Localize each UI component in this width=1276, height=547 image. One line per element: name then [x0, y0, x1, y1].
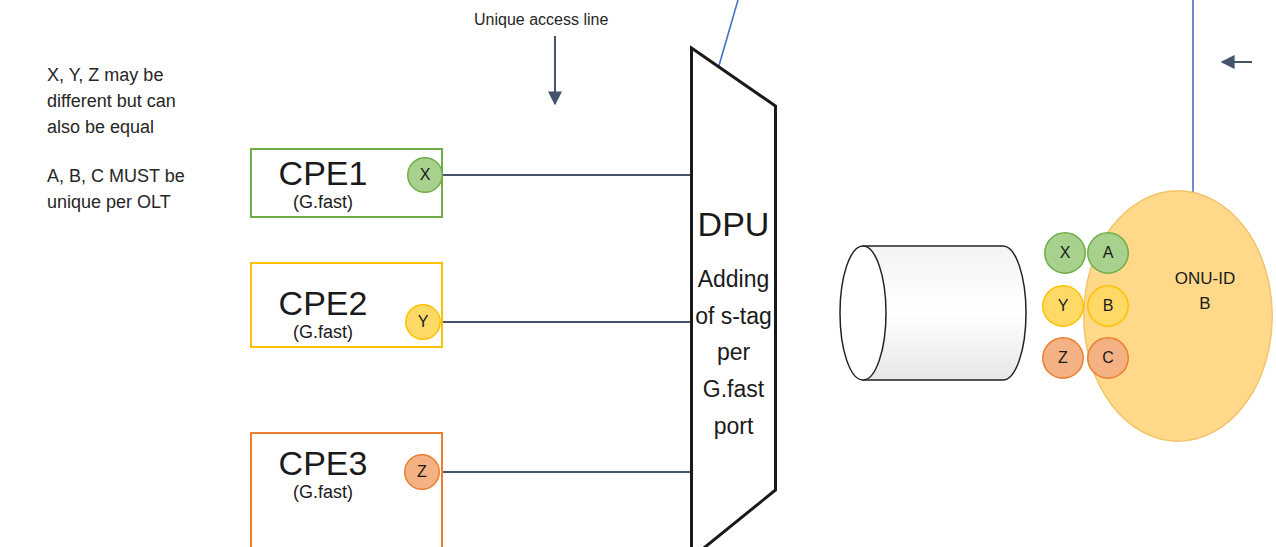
node-title: Z: [417, 464, 427, 480]
port-circle: X: [407, 157, 443, 193]
text-group: CPE1(G.fast): [252, 156, 394, 212]
note-label: X, Y, Z may be different but can also be…: [47, 62, 199, 140]
pointer-arrow: [554, 36, 556, 104]
outline: [1088, 338, 1129, 379]
node-text: Adding of s-tag per G.fast port: [692, 261, 775, 445]
port-circle: A: [1087, 232, 1129, 274]
node-text: (G.fast): [252, 322, 394, 343]
outline: [1043, 286, 1084, 327]
text-group: X: [407, 157, 443, 193]
node-title: Z: [1058, 350, 1068, 366]
text-group: Y: [1042, 285, 1084, 327]
node-title: X: [420, 167, 431, 183]
text-group: A: [1087, 232, 1129, 274]
text-group: ONU-ID B: [1169, 267, 1241, 316]
cpe-box: CPE3(G.fast): [250, 432, 443, 547]
access-line: [440, 471, 690, 473]
node-title: CPE2: [252, 286, 394, 322]
port-circle: Z: [404, 454, 440, 490]
port-circle: B: [1087, 285, 1129, 327]
node-title: Y: [1058, 298, 1069, 314]
node-text: (G.fast): [252, 192, 394, 213]
text-group: Z: [1042, 337, 1084, 379]
dpu-unit: DPU Adding of s-tag per G.fast port: [690, 48, 777, 547]
port-circle: X: [1044, 232, 1086, 274]
pointer-arrow: [1222, 61, 1252, 63]
port-circle: C: [1087, 337, 1129, 379]
text-group: X: [1044, 232, 1086, 274]
text-group: CPE3(G.fast): [252, 446, 394, 502]
outline: [1088, 286, 1129, 327]
node-title: A: [1103, 245, 1114, 261]
access-line: [443, 174, 690, 176]
text-group: C: [1087, 337, 1129, 379]
node-title: Y: [418, 314, 429, 330]
node-title: B: [1103, 298, 1114, 314]
node-text: (G.fast): [252, 482, 394, 503]
text-group: Z: [404, 454, 440, 490]
leader-line: [1192, 0, 1194, 192]
text-group: Y: [405, 304, 441, 340]
port-circle: Y: [405, 304, 441, 340]
node-title: CPE1: [252, 156, 394, 192]
note-label: Unique access line: [474, 10, 634, 30]
text-group: B: [1087, 285, 1129, 327]
node-title: X: [1060, 245, 1071, 261]
fibre-cylinder: [840, 246, 1026, 380]
port-circle: Z: [1042, 337, 1084, 379]
outline: [1043, 338, 1084, 379]
note-label: A, B, C MUST be unique per OLT: [47, 163, 199, 215]
dpu-unit-outline: [690, 48, 777, 547]
text-group: DPU Adding of s-tag per G.fast port: [692, 204, 775, 445]
outline: [405, 455, 440, 490]
port-circle: Y: [1042, 285, 1084, 327]
outline: [406, 305, 441, 340]
node-title: CPE3: [252, 446, 394, 482]
outline: [1045, 233, 1086, 274]
outline: [1088, 233, 1129, 274]
outline: [692, 48, 776, 547]
outline: [408, 158, 443, 193]
node-title: DPU: [692, 204, 775, 245]
node-title: ONU-ID B: [1169, 267, 1241, 316]
outline: [1084, 191, 1273, 442]
text-group: CPE2(G.fast): [252, 286, 394, 342]
node-title: C: [1102, 350, 1114, 366]
access-line: [441, 321, 690, 323]
